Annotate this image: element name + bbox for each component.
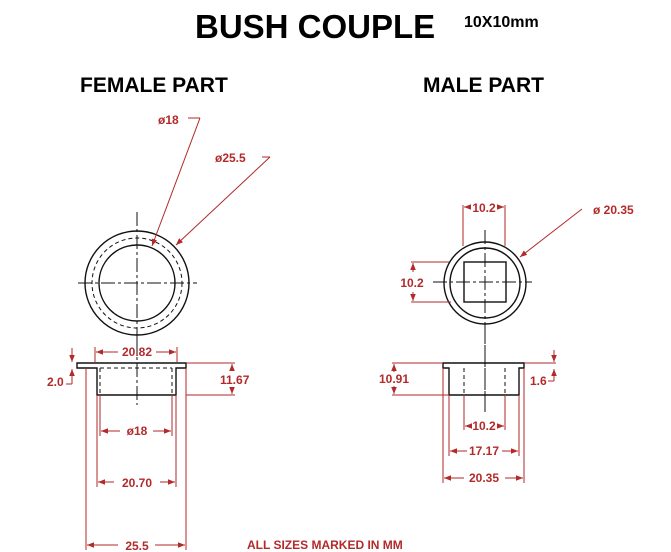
footer-note: ALL SIZES MARKED IN MM	[247, 538, 403, 552]
male-square-width: 10.2	[472, 201, 496, 215]
drawing-title: BUSH COUPLE	[195, 8, 435, 45]
female-inner-diameter-label: ø18	[158, 113, 179, 127]
female-top-view: ø18 ø25.5	[78, 113, 271, 345]
male-side-view: 10.91 1.6 10.2 17.17 20.35	[379, 330, 557, 485]
male-square-height: 10.2	[400, 276, 424, 290]
female-flange-thickness: 2.0	[47, 375, 64, 389]
male-height: 10.91	[379, 372, 409, 386]
male-outer-diameter-label: ø 20.35	[593, 203, 634, 217]
male-top-view: 10.2 ø 20.35 10.2	[400, 201, 634, 405]
male-square-bottom: 10.2	[472, 419, 496, 433]
male-flange-thickness: 1.6	[530, 374, 547, 388]
male-part-heading: MALE PART	[423, 74, 544, 97]
male-body-width: 17.17	[469, 444, 499, 458]
female-body-width: 20.70	[122, 476, 152, 490]
female-height: 11.67	[220, 373, 250, 387]
female-bore-diameter: ø18	[127, 424, 148, 438]
female-flange-top-width: 20.82	[122, 345, 152, 359]
female-flange-width: 25.5	[125, 539, 149, 552]
female-side-view: 20.82 2.0 11.67 ø18 20.70 25.5	[47, 340, 250, 552]
male-flange-width: 20.35	[469, 471, 499, 485]
female-part-heading: FEMALE PART	[80, 74, 228, 97]
size-note: 10X10mm	[464, 14, 539, 31]
female-outer-diameter-label: ø25.5	[215, 151, 246, 165]
